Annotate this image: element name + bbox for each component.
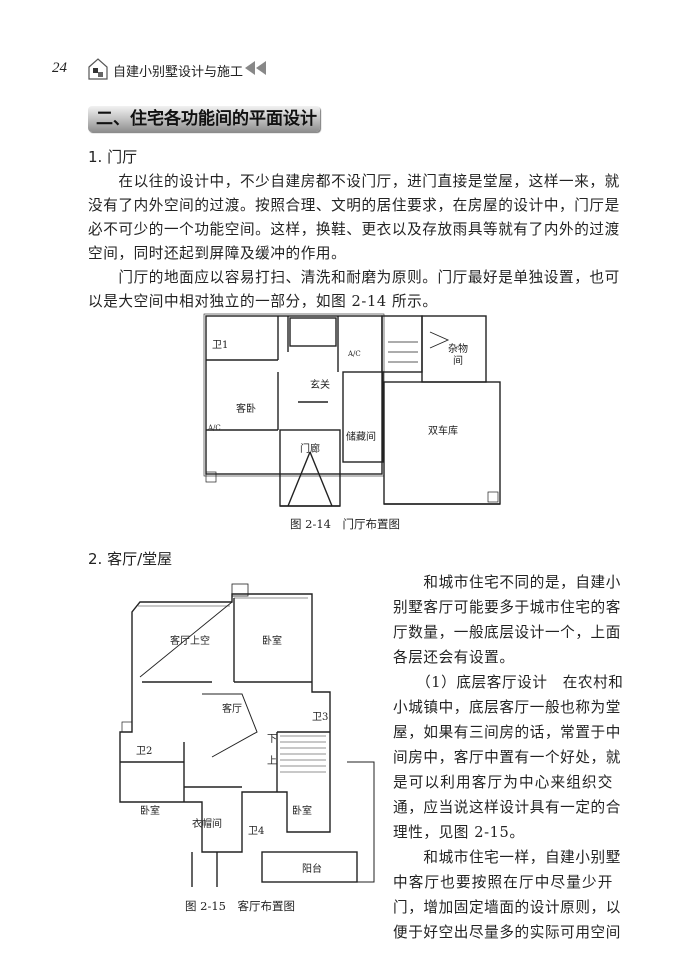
text-line: 中客厅也要按照在厅中尽量少开 xyxy=(393,874,613,891)
text-line: 和城市住宅不同的是，自建小 xyxy=(393,574,621,591)
figure-2-14-caption: 图 2-14 门厅布置图 xyxy=(290,517,400,531)
label-ac-2: A/C xyxy=(347,350,361,358)
label-storeroom: 储藏间 xyxy=(346,430,376,443)
text-line: 各层还会有设置。 xyxy=(393,649,515,666)
page-number: 24 xyxy=(52,60,67,76)
text-line: 必不可少的一个功能空间。这样，换鞋、更衣以及存放雨具等就有了内外的过渡 xyxy=(88,221,620,238)
section-heading: 二、住宅各功能间的平面设计 xyxy=(88,106,320,132)
label-bedroom-top: 卧室 xyxy=(262,634,282,647)
label-closet: 衣帽间 xyxy=(192,817,222,830)
figure-2-15-floor-plan: 客厅上空 卧室 客厅 卫2 卫3 卫4 卧室 卧室 衣帽间 阳台 下 上 xyxy=(119,583,375,887)
label-living-void: 客厅上空 xyxy=(170,634,210,647)
figure-2-14-floor-plan: 卫1 杂物 间 玄关 客卧 双车库 储藏间 门廊 A/C A/C xyxy=(203,313,501,507)
label-wc4: 卫4 xyxy=(248,826,264,837)
label-wc1: 卫1 xyxy=(212,340,228,351)
text-line: 便于好空出尽量多的实际可用空间 xyxy=(393,924,621,941)
text-line: 间房中，客厅中置有一个好处，就 xyxy=(393,749,621,766)
label-garage: 双车库 xyxy=(428,424,458,437)
text-line: 是可以利用客厅为中心来组织交 xyxy=(393,774,613,791)
text-line: 别墅客厅可能要多于城市住宅的客 xyxy=(393,599,621,616)
text-line: 空间，同时还起到屏障及缓冲的作用。 xyxy=(88,245,347,262)
label-ac-1: A/C xyxy=(207,424,221,432)
label-bedroom-left: 卧室 xyxy=(140,804,160,817)
house-logo-icon xyxy=(88,58,108,80)
text-line: 厅数量，一般底层设计一个，上面 xyxy=(393,624,621,641)
label-living-room: 客厅 xyxy=(222,702,242,715)
text-line: 门，增加固定墙面的设计原则，以 xyxy=(393,899,621,916)
label-misc-storage-2: 间 xyxy=(453,354,463,367)
text-line: 在以往的设计中，不少自建房都不设门厅，进门直接是堂屋，这样一来，就 xyxy=(88,173,620,190)
figure-2-15-caption: 图 2-15 客厅布置图 xyxy=(185,899,295,913)
label-bedroom-right: 卧室 xyxy=(292,804,312,817)
double-arrow-icon xyxy=(245,61,266,75)
label-wc2: 卫2 xyxy=(136,746,152,757)
label-foyer: 玄关 xyxy=(310,378,330,391)
subsection-title-living-room: 2. 客厅/堂屋 xyxy=(88,550,173,568)
text-line: 小城镇中，底层客厅一般也称为堂 xyxy=(393,699,621,716)
text-line: 没有了内外空间的过渡。按照合理、文明的居住要求，在房屋的设计中，门厅是 xyxy=(88,197,620,214)
label-stairs-down: 下 xyxy=(267,734,277,745)
label-wc3: 卫3 xyxy=(312,712,328,723)
label-guest-bedroom: 客卧 xyxy=(236,402,256,415)
text-line: 以是大空间中相对独立的一部分，如图 2-14 所示。 xyxy=(88,293,438,310)
subsection-title-foyer: 1. 门厅 xyxy=(88,148,138,166)
label-misc-storage: 杂物 xyxy=(448,342,468,355)
label-stairs-up: 上 xyxy=(267,755,277,767)
text-line: （1）底层客厅设计 在农村和 xyxy=(393,674,624,691)
text-line: 通，应当说这样设计具有一定的合 xyxy=(393,799,621,816)
label-balcony: 阳台 xyxy=(302,862,322,875)
book-title: 自建小别墅设计与施工 xyxy=(113,65,244,80)
text-line: 门厅的地面应以容易打扫、清洗和耐磨为原则。门厅最好是单独设置，也可 xyxy=(88,269,620,286)
text-line: 和城市住宅一样，自建小别墅 xyxy=(393,849,621,866)
text-line: 理性，见图 2-15。 xyxy=(393,824,525,841)
label-porch: 门廊 xyxy=(300,442,320,455)
text-line: 屋，如果有三间房的话，常置于中 xyxy=(393,724,621,741)
